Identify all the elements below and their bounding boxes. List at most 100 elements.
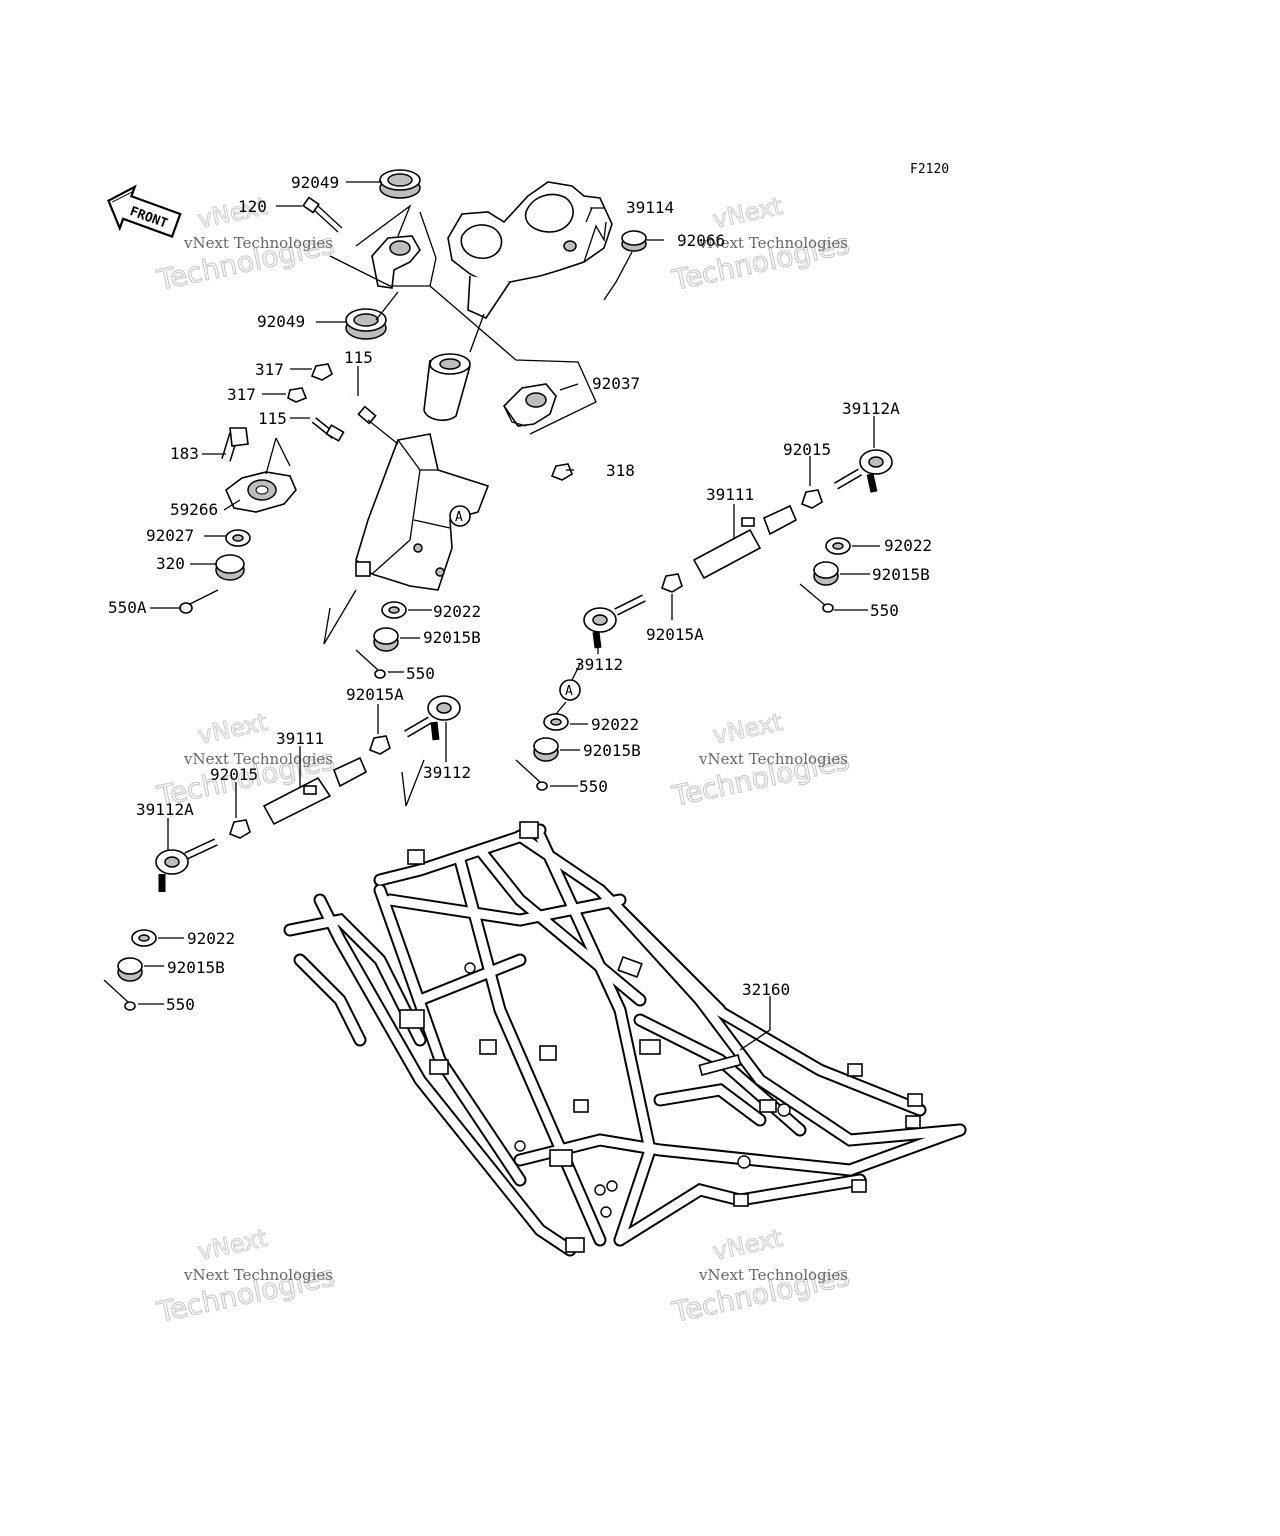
callout-label: 115 [344,348,373,367]
callout-label: 317 [227,385,256,404]
head-pipe-bracket [355,433,490,591]
callout-label: 550 [870,601,899,620]
callout-label: 92037 [592,374,640,393]
callout-label: 92022 [884,536,932,555]
leader-lines [138,181,880,1051]
nut-92015B-right [813,561,839,586]
cap-92066 [621,230,647,252]
callout-label: 92015B [583,741,641,760]
callout-label: 92066 [677,231,725,250]
callout-label: 92022 [433,602,481,621]
nut-317-a [310,363,333,381]
cotter-pin-550-right [799,583,834,613]
bolt-183 [221,427,249,462]
bushing-92049-top [379,169,421,199]
svg-text:vNext: vNext [710,1224,784,1266]
callout-label: 39112 [575,655,623,674]
callout-label: 32160 [742,980,790,999]
bolt-120 [302,196,343,233]
callout-label: 92015 [210,765,258,784]
frame-32160 [283,821,967,1257]
callout-label: 39114 [626,198,674,217]
bracket-59266 [225,471,297,513]
callout-label: 92015B [167,958,225,977]
nut-92015A-right [661,573,683,593]
callout-label: 550 [579,777,608,796]
stem-holder-39114 [447,181,613,320]
tie-rod-end-39112-left [403,695,461,741]
callout-label: 318 [606,461,635,480]
front-arrow-icon: FRONT [107,184,182,238]
svg-text:vNext: vNext [195,708,269,750]
callout-labels: 92049 120 39114 92066 92049 317 317 115 … [108,173,932,1014]
reference-mark-a: A [559,679,581,701]
washer-92022-mid [543,713,569,731]
svg-text:A: A [565,684,573,699]
clamp-upper [371,235,421,289]
tie-rod-end-39112-mid [583,594,646,649]
nut-92015-right [801,489,823,509]
bolt-115-b [311,417,345,442]
nut-92015-left [229,819,251,839]
callout-label: 320 [156,554,185,573]
watermark: vNext Technologies vNext Technologies [668,707,853,813]
callout-label: 92022 [187,929,235,948]
callout-label: 92015 [783,440,831,459]
callout-label: 92015B [872,565,930,584]
tie-rod-end-39112A-left [155,838,218,892]
svg-text:A: A [455,510,463,525]
nut-320 [215,554,245,581]
svg-text:vNext Technologies: vNext Technologies [183,1266,333,1284]
callout-label: 39112A [136,800,194,819]
washer-92022-right [825,537,851,555]
svg-text:vNext: vNext [710,708,784,750]
reference-mark-a: A [449,505,471,527]
nut-318 [550,463,573,481]
callout-label: 120 [238,197,267,216]
clamp-lower-92037 [502,383,557,427]
washer-92027 [225,529,251,547]
figure-code: F2120 [910,162,949,177]
callout-label: 92049 [257,312,305,331]
nut-92015B-mid [533,737,559,762]
washer-92022-center [381,601,407,619]
stem-pipe [423,353,471,422]
watermark: vNext Technologies vNext Technologies [153,1223,338,1329]
cotter-pin-550-mid [515,759,548,791]
nut-92015B-left [117,957,143,982]
callout-label: 92015A [646,625,704,644]
cotter-pin-550-left [103,979,136,1011]
svg-text:vNext Technologies: vNext Technologies [183,750,333,768]
callout-label: 59266 [170,500,218,519]
bushing-92049-bottom [345,308,387,340]
callout-label: 92015A [346,685,404,704]
bolt-115-a [348,396,377,425]
callout-label: 317 [255,360,284,379]
tie-rod-end-39112A-right [833,449,893,493]
callout-label: 92022 [591,715,639,734]
callout-label: 550 [166,995,195,1014]
svg-text:vNext Technologies: vNext Technologies [698,234,848,252]
callout-label: 39111 [276,729,324,748]
nut-317-b [287,387,308,403]
callout-label: 115 [258,409,287,428]
svg-text:vNext: vNext [710,192,784,234]
callout-label: 183 [170,444,199,463]
cotter-pin-550-center [355,649,386,679]
svg-text:vNext Technologies: vNext Technologies [183,234,333,252]
nut-92015A-left [369,735,391,755]
callout-label: 39112 [423,763,471,782]
nut-92015B-center [373,627,399,652]
callout-label: 92049 [291,173,339,192]
svg-text:vNext Technologies: vNext Technologies [698,750,848,768]
callout-label: 550A [108,598,147,617]
callout-label: 92015B [423,628,481,647]
watermark: vNext Technologies vNext Technologies [668,1223,853,1329]
cotter-pin-550A [179,589,219,614]
svg-text:vNext: vNext [195,1224,269,1266]
callout-label: 39111 [706,485,754,504]
svg-text:vNext Technologies: vNext Technologies [698,1266,848,1284]
washer-92022-left [131,929,157,947]
